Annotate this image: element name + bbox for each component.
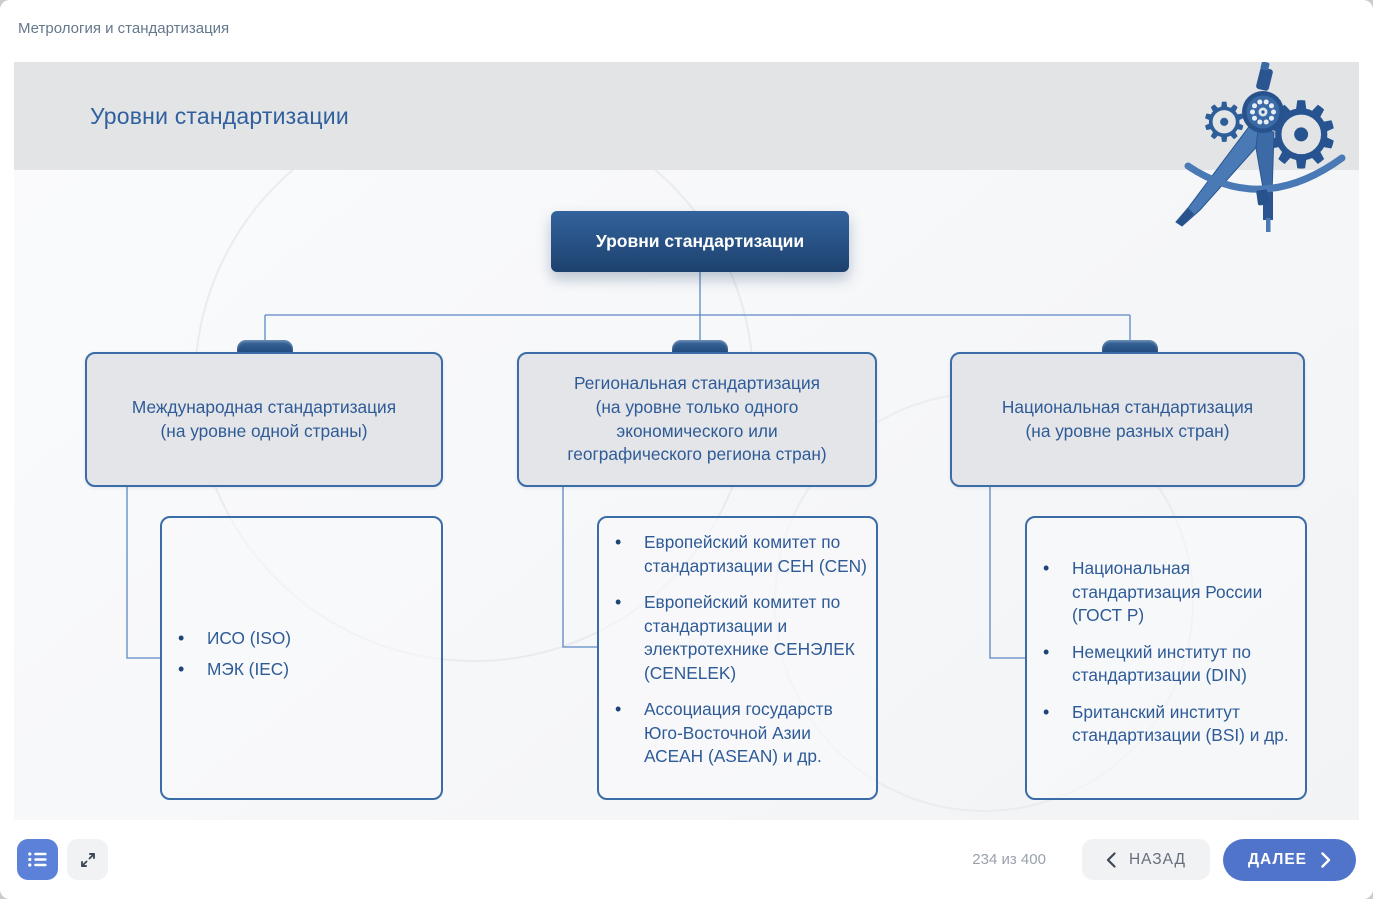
top-bar: Метрология и стандартизация [0,0,1373,56]
list-item: МЭК (IEC) [162,657,433,682]
list-item: Ассоциация государств Юго-Восточной Азии… [599,697,868,769]
detail-list: Европейский комитет по стандартизации СЕ… [599,530,876,782]
list-item: Европейский комитет по стандартизации СЕ… [599,530,868,578]
next-button[interactable]: ДАЛЕЕ [1223,838,1356,881]
footer-navigation: 234 из 400 НАЗАД ДАЛЕЕ [972,838,1356,881]
expand-arrows-icon [80,852,95,867]
branch-title: Международная стандартизация (на уровне … [131,396,397,441]
detail-box-regional: Европейский комитет по стандартизации СЕ… [597,516,878,800]
branch-box-national: Национальная стандартизация (на уровне р… [950,352,1305,487]
slide-title: Уровни стандартизации [90,102,349,129]
detail-box-national: Национальная стандартизация России (ГОСТ… [1025,516,1307,800]
course-title: Метрология и стандартизация [18,19,230,37]
list-item: Британский институт стандартизации (BSI)… [1027,700,1297,748]
chevron-right-icon [1321,851,1331,868]
next-button-label: ДАЛЕЕ [1248,850,1307,868]
slide-area: Уровни стандартизации ⚙ ⚙ [14,62,1359,820]
list-menu-icon [28,852,47,867]
list-item: ИСО (ISO) [162,627,433,651]
slide-header-band: Уровни стандартизации [14,62,1359,170]
list-item: Немецкий институт по стандартизации (DIN… [1027,640,1297,688]
connector-lines [126,272,1131,659]
root-node: Уровни стандартизации [551,211,849,272]
slide-progress: 234 из 400 [972,851,1046,868]
chevron-left-icon [1106,851,1116,868]
branch-box-regional: Региональная стандартизация (на уровне т… [517,352,877,487]
table-of-contents-button[interactable] [17,839,58,880]
list-item: Национальная стандартизация России (ГОСТ… [1027,556,1297,628]
root-node-label: Уровни стандартизации [595,231,805,251]
branch-box-international: Международная стандартизация (на уровне … [85,352,443,487]
list-item: Европейский комитет по стандартизации и … [599,590,868,685]
back-button-label: НАЗАД [1128,850,1187,868]
branch-title: Региональная стандартизация (на уровне т… [567,372,827,465]
branch-title: Национальная стандартизация (на уровне р… [1001,396,1254,441]
detail-list: ИСО (ISO) МЭК (IEC) [162,627,441,688]
detail-box-international: ИСО (ISO) МЭК (IEC) [160,516,443,800]
fullscreen-button[interactable] [67,839,108,880]
detail-list: Национальная стандартизация России (ГОСТ… [1027,556,1305,761]
player-footer: 234 из 400 НАЗАД ДАЛЕЕ [0,820,1373,899]
back-button[interactable]: НАЗАД [1081,839,1211,880]
